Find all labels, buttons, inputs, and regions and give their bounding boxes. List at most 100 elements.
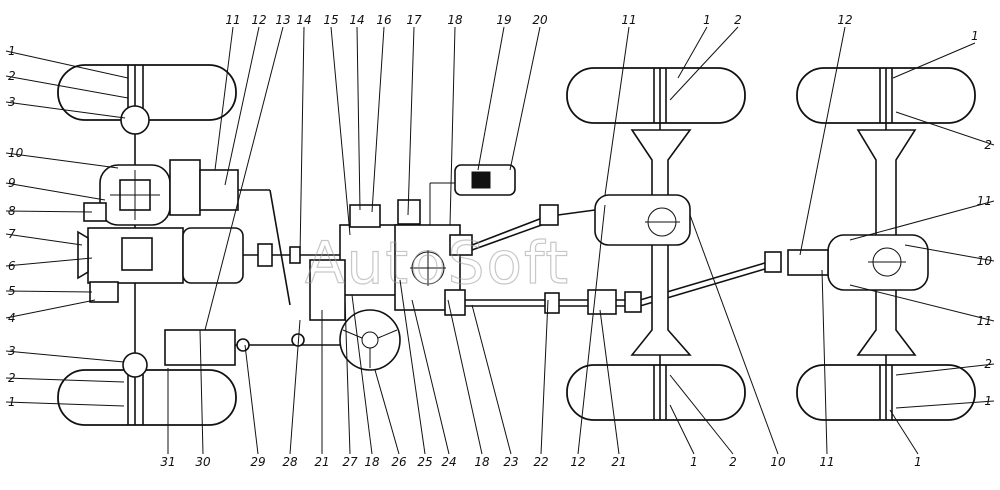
- callout-top-1: 12: [251, 13, 266, 27]
- callout-left-3: 10: [8, 146, 24, 160]
- callout-right-3: 11: [977, 314, 992, 328]
- front-axle-assembly: [57, 64, 365, 426]
- leader-top-11: [604, 26, 630, 196]
- callout-bottom-4: 21: [314, 455, 329, 469]
- callout-bottom-10: 18: [474, 455, 490, 469]
- gearbox-side: [309, 259, 346, 321]
- leader-left-5: [5, 210, 93, 213]
- leader-left-9: [5, 299, 96, 319]
- shaft-yoke-d: [764, 251, 782, 273]
- callout-bottom-9: 24: [441, 455, 456, 469]
- shaft-joint-1: [257, 243, 273, 267]
- callout-bottom-6: 18: [364, 455, 380, 469]
- gearbox-top: [349, 204, 381, 228]
- leader-left-10: [5, 350, 125, 363]
- callout-bottom-18: 11: [819, 455, 834, 469]
- middle-differential: [594, 194, 691, 246]
- callout-left-0: 1: [8, 44, 16, 58]
- callout-left-2: 3: [8, 95, 16, 109]
- leader-top-1: [224, 26, 260, 186]
- clutch-housing: [182, 227, 244, 284]
- leader-bottom-16: [669, 374, 734, 455]
- callout-right-0: 2: [984, 138, 992, 152]
- callout-bottom-5: 27: [342, 455, 358, 469]
- callout-top-4: 15: [323, 13, 338, 27]
- leader-left-6: [5, 233, 83, 246]
- steering-knuckle-top: [120, 105, 150, 135]
- leader-top-8: [449, 26, 456, 226]
- middle-wheel-top: [566, 67, 746, 124]
- leader-top-12: [677, 26, 708, 79]
- callout-bottom-14: 21: [611, 455, 626, 469]
- callout-top-9: 19: [496, 13, 511, 27]
- leader-top-14: [799, 26, 846, 256]
- transfer-top-flange: [397, 199, 421, 225]
- callout-top-7: 17: [406, 13, 422, 27]
- callout-left-4: 9: [8, 176, 16, 190]
- leader-bottom-12: [540, 299, 549, 455]
- leader-top-5: [356, 26, 361, 211]
- steering-wheel: [339, 309, 401, 371]
- leader-bottom-8: [399, 279, 426, 455]
- middle-axle-assembly: [566, 67, 746, 421]
- callout-left-9: 4: [8, 311, 16, 325]
- callout-top-15: 1: [971, 29, 979, 43]
- callout-top-8: 18: [447, 13, 463, 27]
- leader-bottom-15: [669, 404, 695, 455]
- leader-top-15: [892, 42, 976, 79]
- callout-left-10: 3: [8, 344, 16, 358]
- leader-bottom-2: [244, 344, 259, 455]
- watermark-text: AutoSoft: [305, 229, 570, 297]
- leader-left-1: [5, 75, 129, 99]
- leader-top-0: [214, 26, 234, 171]
- callout-top-3: 14: [296, 13, 311, 27]
- leader-bottom-11: [471, 304, 512, 455]
- leader-left-8: [5, 290, 93, 293]
- starter-box: [89, 281, 119, 303]
- front-left-wheel-bottom: [57, 369, 237, 426]
- callout-right-5: 1: [984, 394, 992, 408]
- callout-top-5: 14: [349, 13, 364, 27]
- engine-block: [87, 227, 184, 284]
- callout-top-12: 1: [703, 13, 711, 27]
- leader-bottom-19: [889, 409, 919, 455]
- callout-bottom-17: 10: [770, 455, 786, 469]
- callout-bottom-15: 1: [690, 455, 698, 469]
- leader-right-0: [895, 111, 995, 146]
- front-drive-flange: [199, 169, 239, 211]
- radiator-fan: [77, 230, 89, 280]
- shaft-joint-2: [289, 246, 301, 264]
- callout-bottom-3: 28: [282, 455, 298, 469]
- callout-bottom-12: 22: [533, 455, 548, 469]
- callout-top-0: 11: [225, 13, 240, 27]
- callout-top-6: 16: [376, 13, 392, 27]
- callout-right-4: 2: [984, 357, 992, 371]
- leader-right-1: [849, 200, 995, 241]
- steering-cardan-1: [236, 338, 250, 352]
- leader-bottom-10: [447, 299, 483, 455]
- shaft-yoke-b: [544, 292, 560, 314]
- steering-knuckle-bottom: [122, 352, 148, 378]
- callout-bottom-1: 30: [195, 455, 211, 469]
- leader-right-2: [904, 244, 995, 262]
- leader-bottom-17: [689, 214, 779, 455]
- leader-bottom-1: [199, 329, 204, 455]
- leader-top-3: [299, 26, 305, 256]
- leader-right-3: [849, 284, 995, 322]
- callout-bottom-0: 31: [160, 455, 175, 469]
- leader-bottom-5: [344, 299, 351, 455]
- leader-right-4: [895, 363, 995, 376]
- callout-top-13: 2: [734, 13, 742, 27]
- leader-bottom-13: [577, 204, 606, 455]
- callout-left-6: 7: [8, 227, 16, 241]
- leader-bottom-18: [821, 269, 828, 455]
- callout-left-1: 2: [8, 69, 16, 83]
- callout-right-2: 10: [977, 254, 993, 268]
- leader-left-4: [5, 182, 106, 201]
- leader-bottom-7: [374, 369, 400, 455]
- callout-bottom-13: 12: [570, 455, 585, 469]
- callout-left-8: 5: [8, 284, 16, 298]
- callout-top-14: 12: [837, 13, 852, 27]
